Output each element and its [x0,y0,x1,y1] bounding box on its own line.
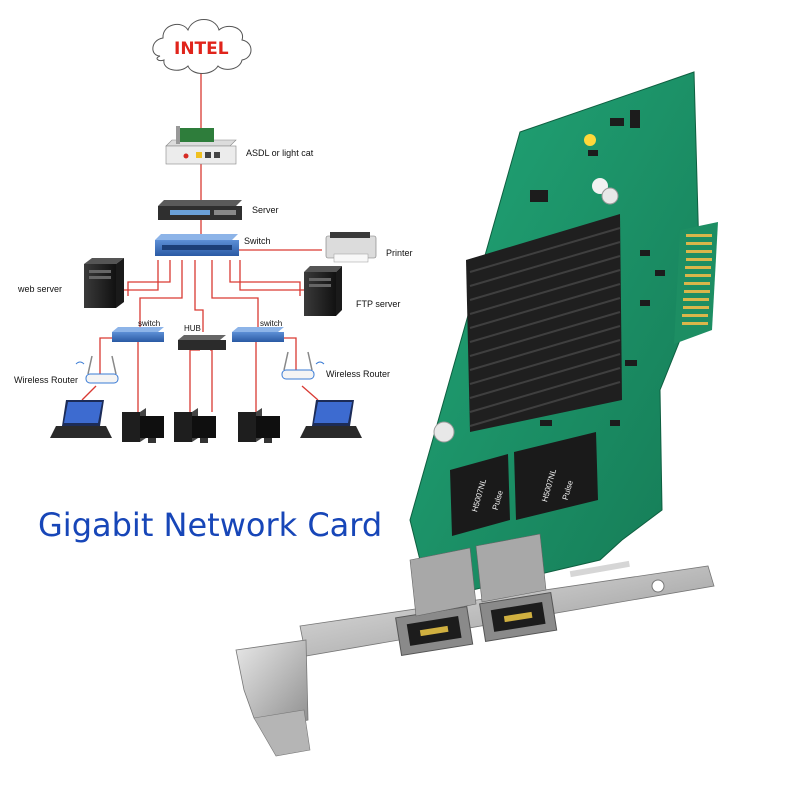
rj45-port-1 [395,606,474,656]
web-server-label: web server [17,284,62,294]
magnetics-chip-2: H5007NL Pulse [514,432,598,520]
rj45-port-2 [479,592,558,642]
headline-title: Gigabit Network Card [38,506,383,544]
ftp-server-label: FTP server [356,299,400,309]
switch-left-label: switch [138,319,160,328]
switch-main-label: Switch [244,236,271,246]
cloud-label: INTEL [174,39,229,59]
router-left-label: Wireless Router [14,375,78,385]
modem-icon [165,126,237,165]
desktop-pc-3-icon [238,408,280,443]
wireless-router-right-icon [281,351,325,380]
network-card-image: H5007NL Pulse H5007NL Pulse [235,71,718,757]
heatsink [433,187,622,443]
magnetics-chip-1: H5007NL Pulse [450,454,510,536]
metal-bracket [235,560,715,757]
laptop-right-icon [300,400,362,438]
web-server-icon [84,258,124,308]
left-switch-icon [112,327,164,342]
printer-icon [325,232,377,263]
laptop-left-icon [50,400,112,438]
ftp-server-icon [304,266,342,316]
desktop-pc-2-icon [174,408,216,443]
hub-icon [178,335,226,350]
main-switch-icon [155,234,239,256]
pcb-components [530,110,665,446]
hub-label: HUB [184,324,201,333]
port-housing [409,533,547,617]
modem-label: ASDL or light cat [246,148,314,158]
internet-cloud: INTEL [152,19,252,74]
wireless-router-left-icon [75,355,119,384]
router-right-label: Wireless Router [326,369,390,379]
right-switch-icon [232,327,284,342]
desktop-pc-1-icon [122,408,164,443]
printer-label: Printer [386,248,413,258]
rack-server-icon [158,200,242,220]
switch-right-label: switch [260,319,282,328]
network-diagram: INTEL ASDL or light cat Server [14,19,413,443]
pcie-connector [674,222,718,344]
server-label: Server [252,205,279,215]
